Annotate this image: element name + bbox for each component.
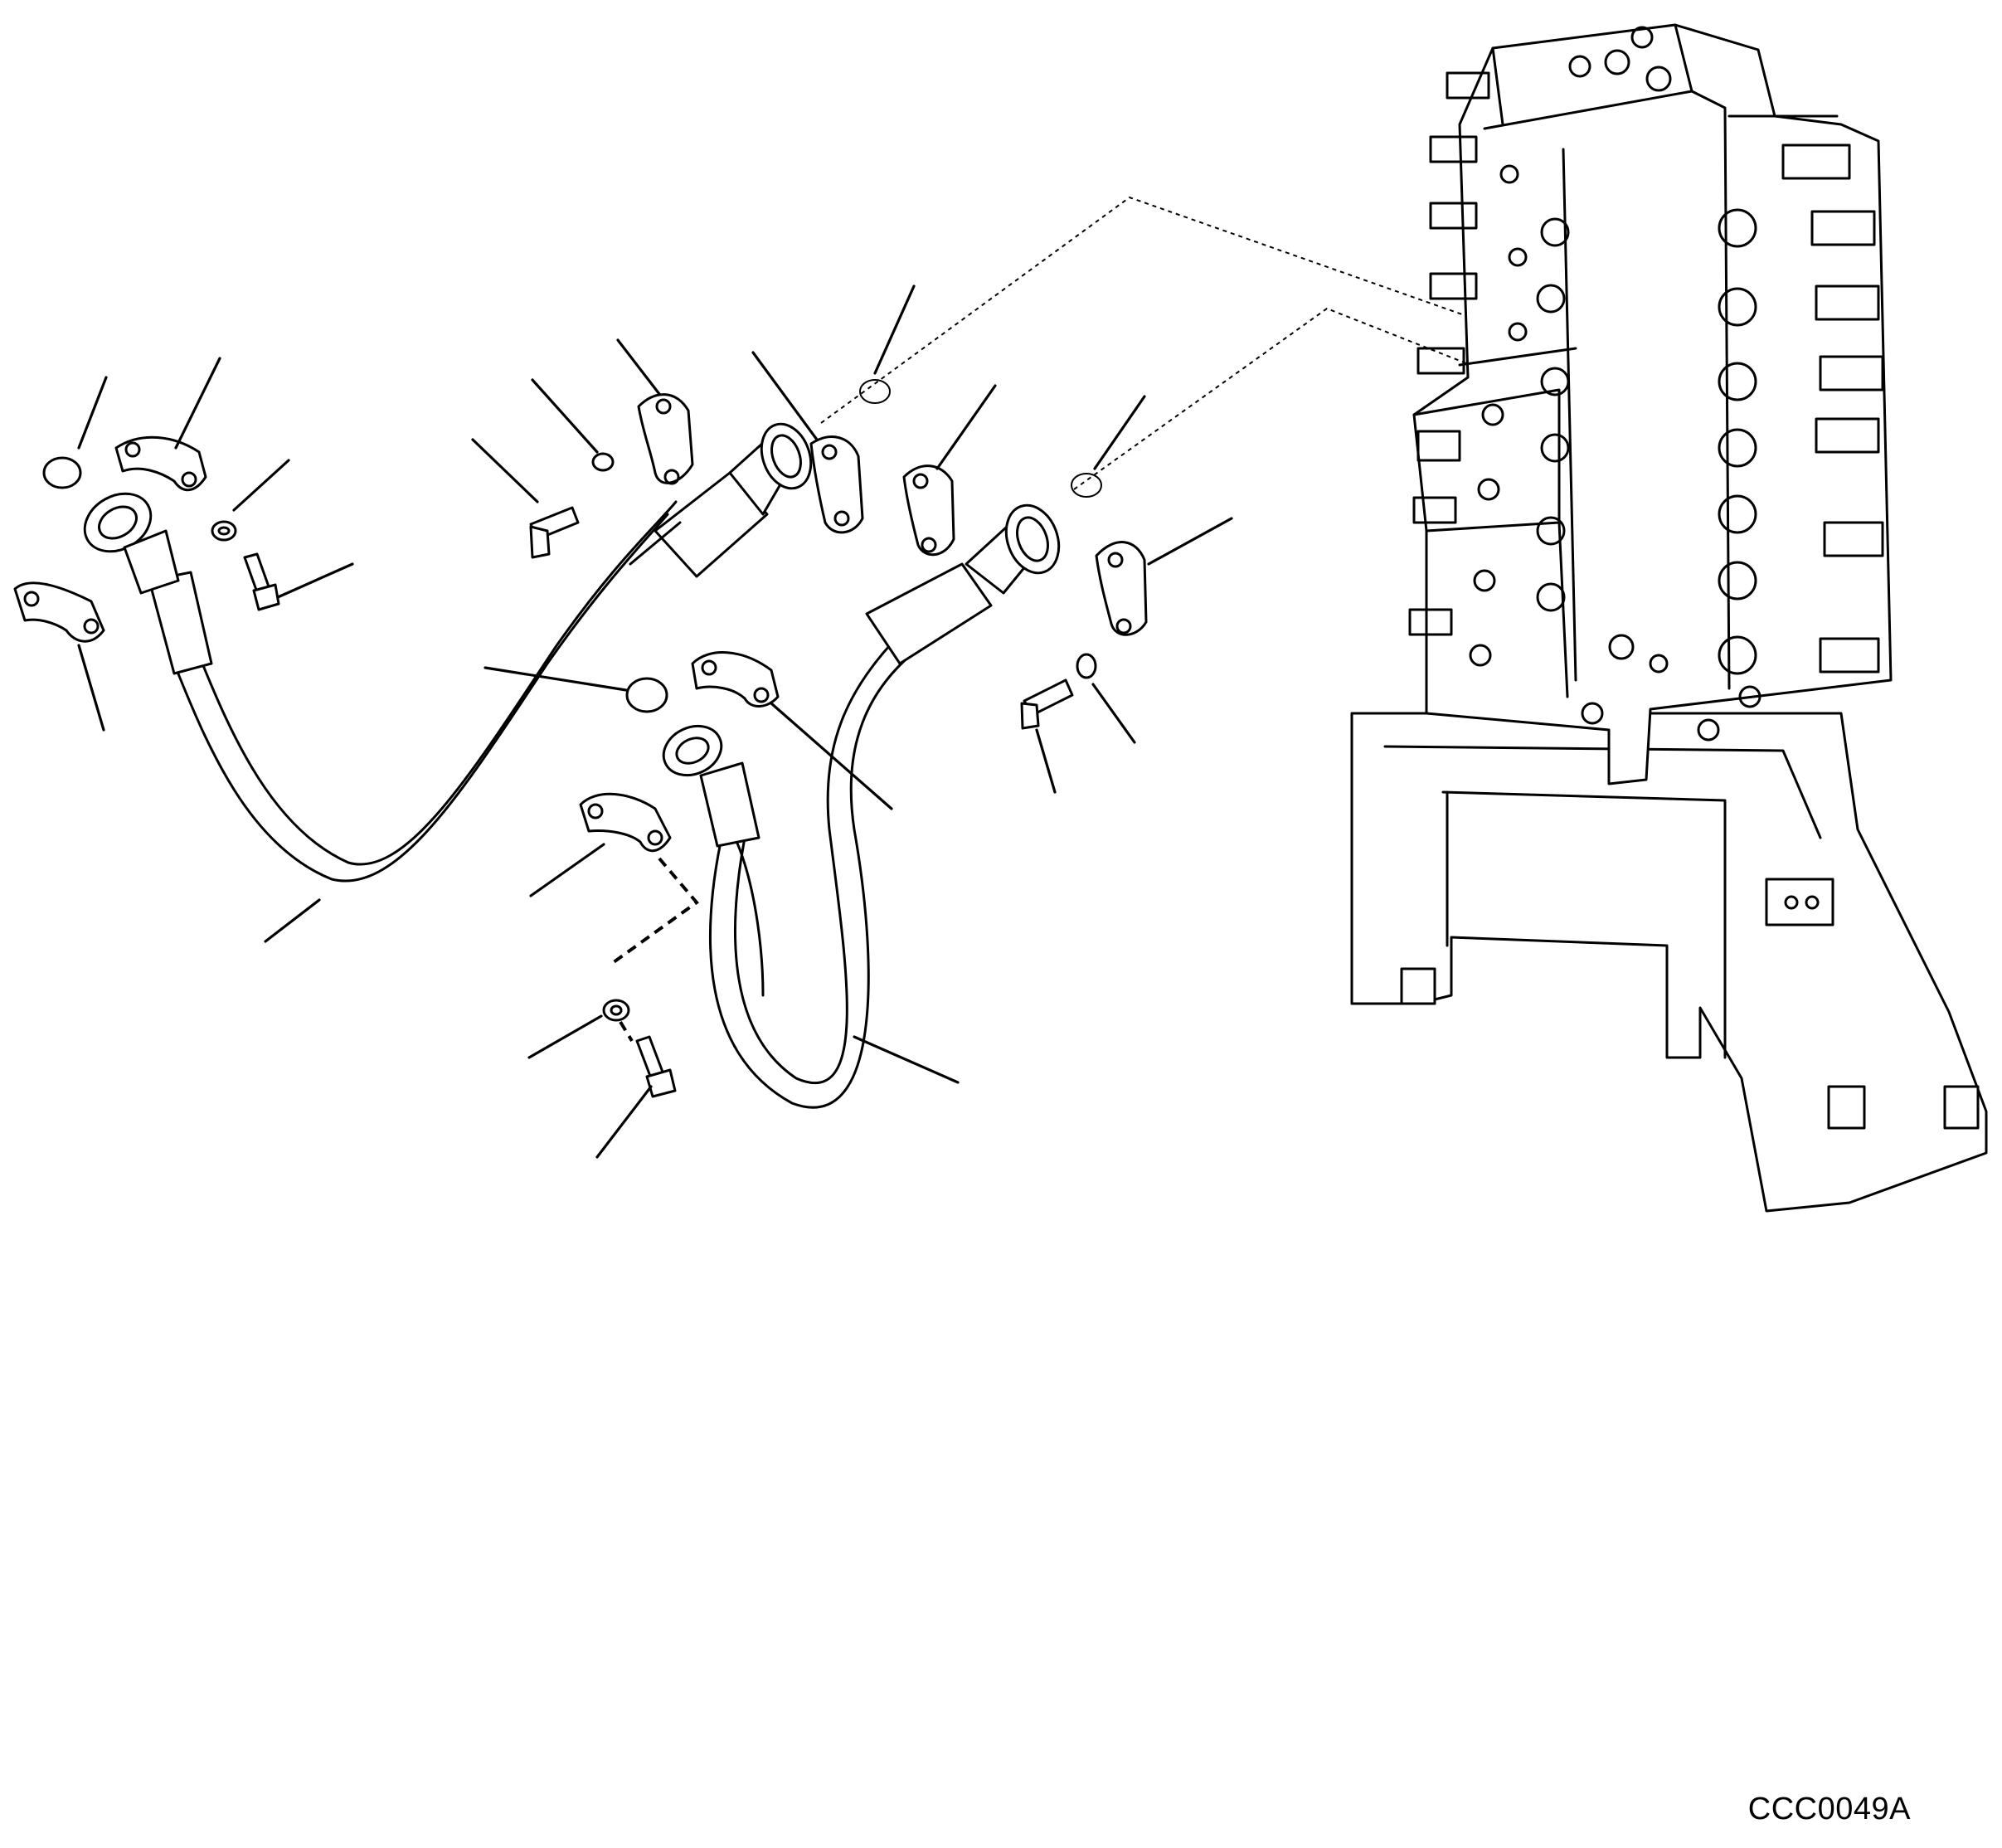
o-ring-3: [1071, 395, 1146, 498]
hose-assembly-2: [662, 503, 1061, 1109]
split-flange-clamp-4: [751, 351, 864, 534]
washer-4: [527, 999, 634, 1059]
split-flange-clamp-1: [114, 357, 221, 492]
o-ring-2: [859, 284, 916, 404]
bolt-1: [243, 552, 354, 611]
split-flange-clamp-7: [691, 651, 893, 810]
bolt-3: [1020, 678, 1074, 794]
control-valve-assembly: [1350, 23, 1988, 1213]
bolt-2: [471, 438, 580, 559]
bolt-4: [595, 1035, 677, 1159]
washer-1: [211, 459, 290, 542]
o-ring-1: [42, 376, 108, 489]
split-flange-clamp-3: [616, 338, 694, 485]
hose-assembly-1: [83, 422, 813, 943]
split-flange-clamp-5: [902, 384, 997, 557]
figure-code: CCC0049A: [1747, 1792, 1911, 1826]
washer-3: [1076, 653, 1136, 744]
split-flange-clamp-2: [13, 581, 105, 732]
split-flange-clamp-6: [1095, 517, 1233, 636]
split-flange-clamp-8: [529, 792, 699, 964]
washer-2: [531, 378, 615, 472]
o-ring-4: [483, 666, 668, 713]
